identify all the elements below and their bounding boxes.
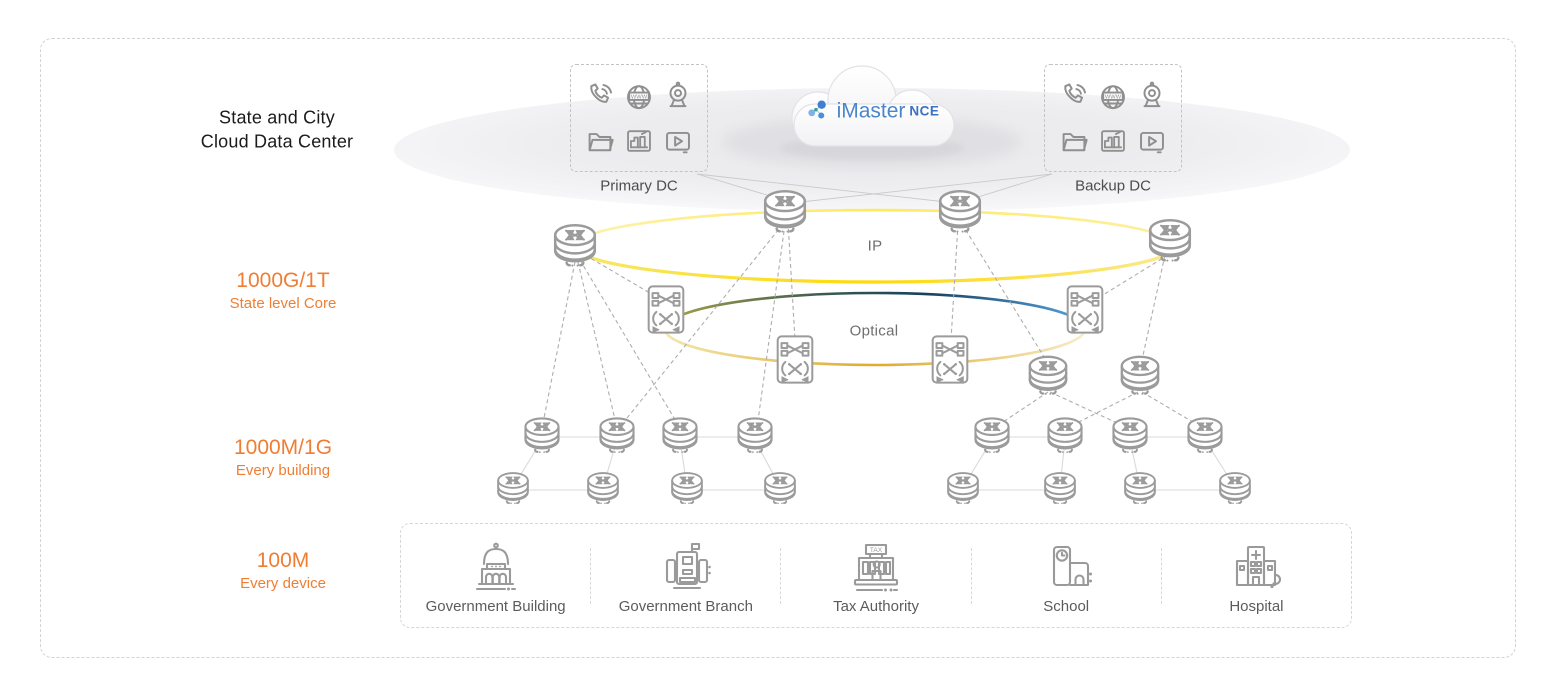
video-player-icon [665,131,690,153]
backup-dc-box: WWW [1044,64,1182,172]
tier-core-scope: State level Core [229,295,337,313]
city-image-icon [1101,129,1125,152]
tier-core: 1000G/1T State level Core [230,268,337,314]
government-branch-icon [665,542,711,590]
tier-building-scope: Every building [235,462,331,480]
building-group-links [512,436,1236,491]
title-line-1: State and City [219,107,335,128]
diagram-outer-border [40,38,1516,658]
access-sites-box: Government Building Government Bran [400,523,1352,628]
site-tax-authority: TAX Tax Authority [781,524,970,627]
folder-icon [588,132,615,151]
site-government-branch: Government Branch [591,524,780,627]
site-divider [590,547,592,604]
ip-ring [573,208,1177,284]
tier-device-speed: 100M [256,549,310,573]
site-government-building: Government Building [401,524,590,627]
webcam-icon [669,81,687,107]
globe-www-text: WWW [1105,94,1122,100]
optical-ring-label: Optical [849,322,899,340]
imaster-nce-logo: iMaster NCE [805,98,940,125]
tier-device-scope: Every device [240,575,326,593]
site-label: Tax Authority [833,598,919,615]
folder-icon [1062,132,1089,151]
ip-ring-label: IP [867,237,883,255]
logo-product-name: iMaster [836,99,906,122]
hospital-icon [1236,545,1282,589]
primary-dc-box: WWW [570,64,708,172]
globe-www-text: WWW [631,94,648,100]
site-label: Hospital [1229,598,1284,615]
site-divider [970,547,972,604]
logo-product-suffix: NCE [909,103,940,119]
site-label: Government Building [425,598,566,615]
www-globe-icon: WWW [627,84,651,109]
site-label: Government Branch [618,598,753,615]
tier-device: 100M Every device [240,548,326,594]
video-player-icon [1139,131,1164,153]
phone-icon [590,82,613,103]
imaster-molecule-icon [808,100,826,119]
tax-authority-icon: TAX [853,543,899,592]
site-divider [780,547,782,604]
diagram-title: State and City Cloud Data Center [201,106,353,154]
site-label: School [1043,598,1090,615]
dashed-links [541,221,1204,429]
title-line-2: Cloud Data Center [200,131,354,151]
optical-ring [663,291,1087,367]
site-hospital: Hospital [1162,524,1351,627]
site-divider [1160,547,1162,604]
tier-core-speed: 1000G/1T [236,269,330,293]
government-building-icon [475,542,516,591]
city-image-icon [627,129,651,152]
school-icon [1053,545,1093,587]
primary-dc-label: Primary DC [600,177,678,195]
site-school: School [972,524,1161,627]
cloud-shape [780,65,964,160]
webcam-icon [1143,81,1161,107]
www-globe-icon: WWW [1101,84,1125,109]
backup-dc-label: Backup DC [1075,177,1151,195]
phone-icon [1064,82,1087,103]
tier-building-speed: 1000M/1G [233,436,333,460]
tax-sign-text: TAX [870,547,883,554]
tier-building: 1000M/1G Every building [234,435,332,481]
